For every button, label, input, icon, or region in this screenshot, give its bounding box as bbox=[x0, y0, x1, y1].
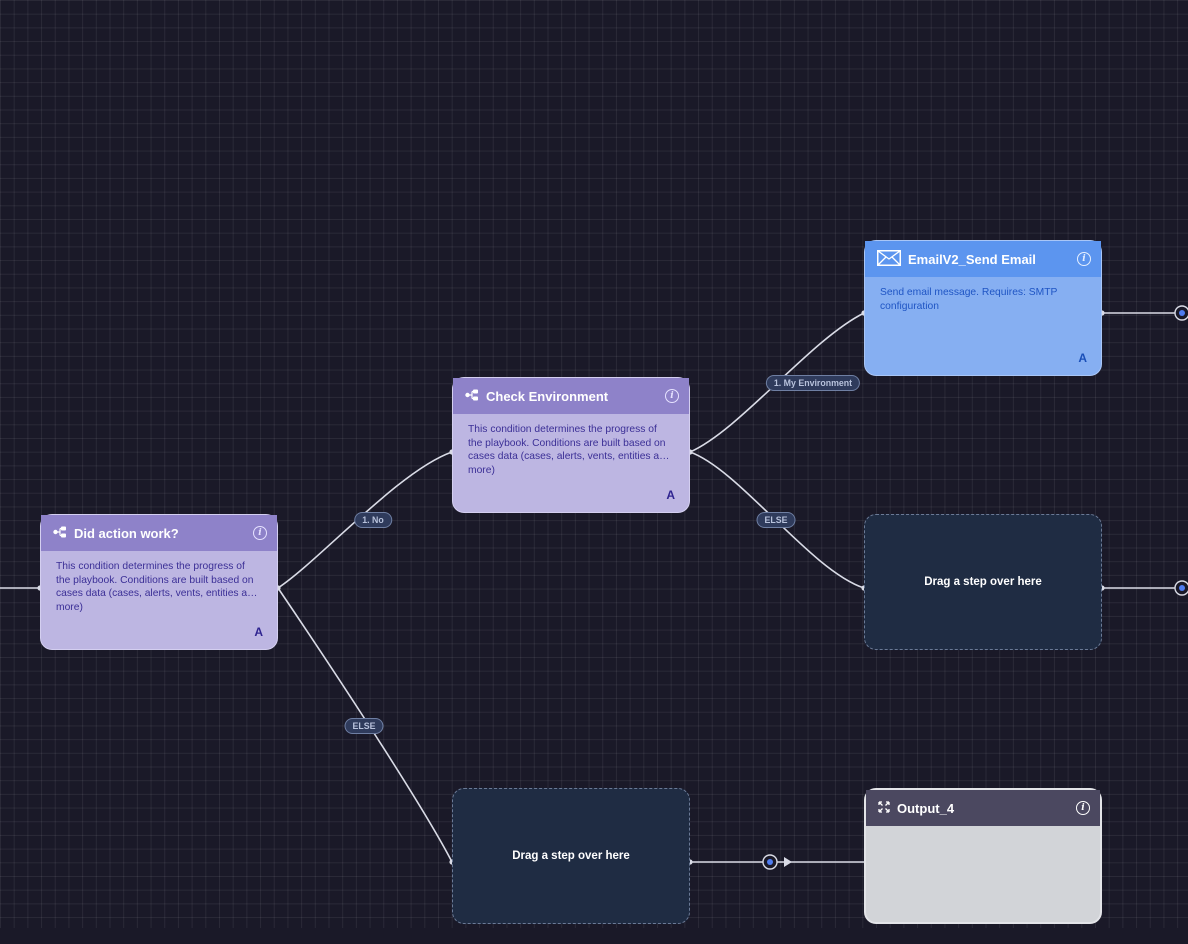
connector-port[interactable] bbox=[1174, 305, 1188, 321]
node-title: EmailV2_Send Email bbox=[908, 251, 1036, 267]
node-header[interactable]: Did action work? i bbox=[41, 515, 277, 551]
output-expand-icon bbox=[878, 800, 890, 816]
node-title: Did action work? bbox=[74, 525, 179, 541]
node-badge: A bbox=[1078, 351, 1087, 365]
edge-label-my-environment: 1. My Environment bbox=[765, 375, 861, 391]
node-header[interactable]: Check Environment i bbox=[453, 378, 689, 414]
action-node-email-send[interactable]: EmailV2_Send Email i Send email message.… bbox=[864, 240, 1102, 376]
connector-port[interactable] bbox=[762, 854, 792, 870]
node-badge: A bbox=[666, 488, 675, 502]
node-badge: A bbox=[254, 625, 263, 639]
edge-label-else-env: ELSE bbox=[756, 512, 796, 528]
node-title: Output_4 bbox=[897, 800, 955, 816]
dropzone-text: Drag a step over here bbox=[512, 850, 630, 862]
output-node-output-4[interactable]: Output_4 i bbox=[864, 788, 1102, 924]
node-description: Send email message. Requires: SMTP confi… bbox=[880, 287, 1058, 312]
node-description: This condition determines the progress o… bbox=[468, 424, 671, 476]
info-icon[interactable]: i bbox=[253, 526, 267, 540]
condition-node-check-environment[interactable]: Check Environment i This condition deter… bbox=[452, 377, 690, 513]
node-header[interactable]: Output_4 i bbox=[866, 790, 1100, 826]
edge-label-else-action: ELSE bbox=[344, 718, 384, 734]
info-icon[interactable]: i bbox=[665, 389, 679, 403]
node-title: Check Environment bbox=[486, 388, 609, 404]
node-description: This condition determines the progress o… bbox=[56, 561, 259, 613]
step-dropzone-else-env[interactable]: Drag a step over here bbox=[864, 514, 1102, 650]
condition-branch-icon bbox=[465, 389, 479, 404]
info-icon[interactable]: i bbox=[1077, 252, 1091, 266]
step-dropzone-else-action[interactable]: Drag a step over here bbox=[452, 788, 690, 924]
envelope-icon bbox=[877, 249, 901, 269]
dropzone-text: Drag a step over here bbox=[924, 576, 1042, 588]
connector-port[interactable] bbox=[1174, 580, 1188, 596]
node-header[interactable]: EmailV2_Send Email i bbox=[865, 241, 1101, 277]
condition-node-did-action-work[interactable]: Did action work? i This condition determ… bbox=[40, 514, 278, 650]
edge-label-no: 1. No bbox=[354, 512, 392, 528]
info-icon[interactable]: i bbox=[1076, 801, 1090, 815]
condition-branch-icon bbox=[53, 526, 67, 541]
canvas-bottom-edge bbox=[0, 928, 1188, 944]
